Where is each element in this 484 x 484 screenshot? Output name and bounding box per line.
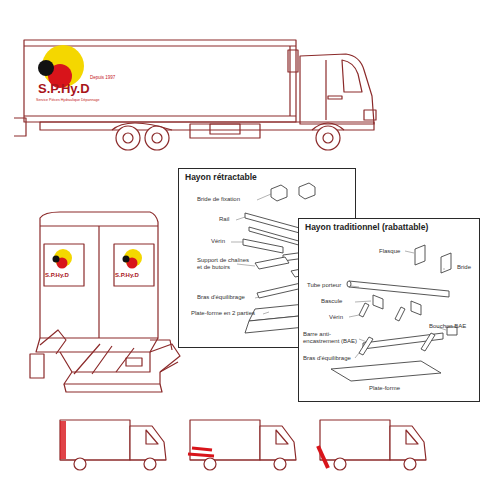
tagline: Service Pièces Hydraulique Dépannage <box>36 98 126 102</box>
info-panel: Hayon traditionnel (rabattable) FlasqueBr… <box>298 218 480 402</box>
logo-text: S.P.Hy.D <box>115 272 155 279</box>
part-label: Vérin <box>211 238 233 245</box>
part-label: Support de chaînes et de butoirs <box>197 257 251 270</box>
part-label: Bras d'équilibrage <box>197 294 257 301</box>
part-label: Vérin <box>329 314 351 321</box>
panel-title: Hayon traditionnel (rabattable) <box>305 223 475 233</box>
part-label: Bouchon BAE <box>429 323 477 330</box>
part-label: Flasque <box>379 248 407 255</box>
part-label: Plate-forme en 2 parties <box>191 310 265 317</box>
logo-text: S.P.Hy.D <box>38 82 108 97</box>
part-label: Bride <box>457 264 479 271</box>
part-label: Bride de fixation <box>197 196 259 203</box>
logo-text: S.P.Hy.D <box>45 272 85 279</box>
panel-title: Hayon rétractable <box>185 173 351 183</box>
part-label: Bascule <box>321 298 355 305</box>
parts-drawing <box>299 219 481 403</box>
part-label: Plate-forme <box>369 385 419 392</box>
tagline: Depuis 1997 <box>90 75 120 80</box>
part-label: Rail <box>219 216 239 223</box>
part-label: Tube porteur <box>307 282 351 289</box>
part-label: Bras d'équilibrage <box>303 355 363 362</box>
part-label: Barre anti-encastrement (BAE) <box>303 331 359 344</box>
